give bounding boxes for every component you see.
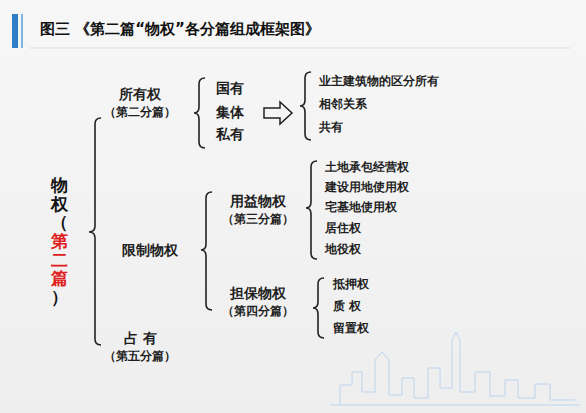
brace [306, 161, 317, 259]
brace [89, 118, 101, 345]
tree-label: 土地承包经营权 [325, 160, 409, 174]
vertical-heading: 物权（ [51, 176, 68, 232]
skyline [330, 332, 580, 405]
title-rule [30, 48, 570, 49]
tree-label: 占 有 [124, 330, 157, 347]
tree-label: 地役权 [325, 242, 361, 256]
tree-label: 留置权 [333, 321, 369, 335]
tree-label: （第四分篇） [222, 304, 294, 318]
tree-label: 居住权 [325, 221, 361, 235]
vertical-heading: 第二篇 [51, 232, 68, 288]
tree-label: （第二分篇） [104, 105, 176, 119]
diagram-title: 图三 《第二篇“物权”各分篇组成框架图》 [40, 20, 320, 38]
vertical-heading: ） [51, 288, 68, 307]
braces [89, 72, 324, 345]
tree-label: 集体 [216, 104, 244, 121]
tree-label: 抵押权 [333, 277, 369, 291]
tree-label: 担保物权 [230, 285, 286, 302]
title-bar [12, 14, 18, 48]
tree-label: （第五分篇） [104, 349, 176, 363]
tree-label: 国有 [216, 80, 244, 97]
brace [313, 278, 324, 338]
skyline-outline [340, 332, 575, 405]
tree-label: 建设用地使用权 [325, 180, 409, 194]
brace [201, 192, 212, 310]
hollow-arrow [264, 102, 292, 124]
tree-label: 宅基地使用权 [325, 200, 397, 214]
tree-label: 私有 [216, 126, 244, 143]
tree-label: 质 权 [333, 299, 361, 313]
tree-label: 相邻关系 [319, 97, 367, 111]
brace [300, 72, 311, 140]
tree-label: 用益物权 [230, 193, 286, 210]
tree-label: 所有权 [119, 86, 161, 103]
tree-label: 业主建筑物的区分所有 [319, 74, 439, 88]
title-bar-thin [21, 14, 23, 48]
ground-line [330, 405, 580, 406]
tree-label: （第三分篇） [222, 212, 294, 226]
tree-label: 共有 [319, 120, 343, 134]
brace [194, 78, 205, 148]
tree-label: 限制物权 [122, 242, 178, 259]
